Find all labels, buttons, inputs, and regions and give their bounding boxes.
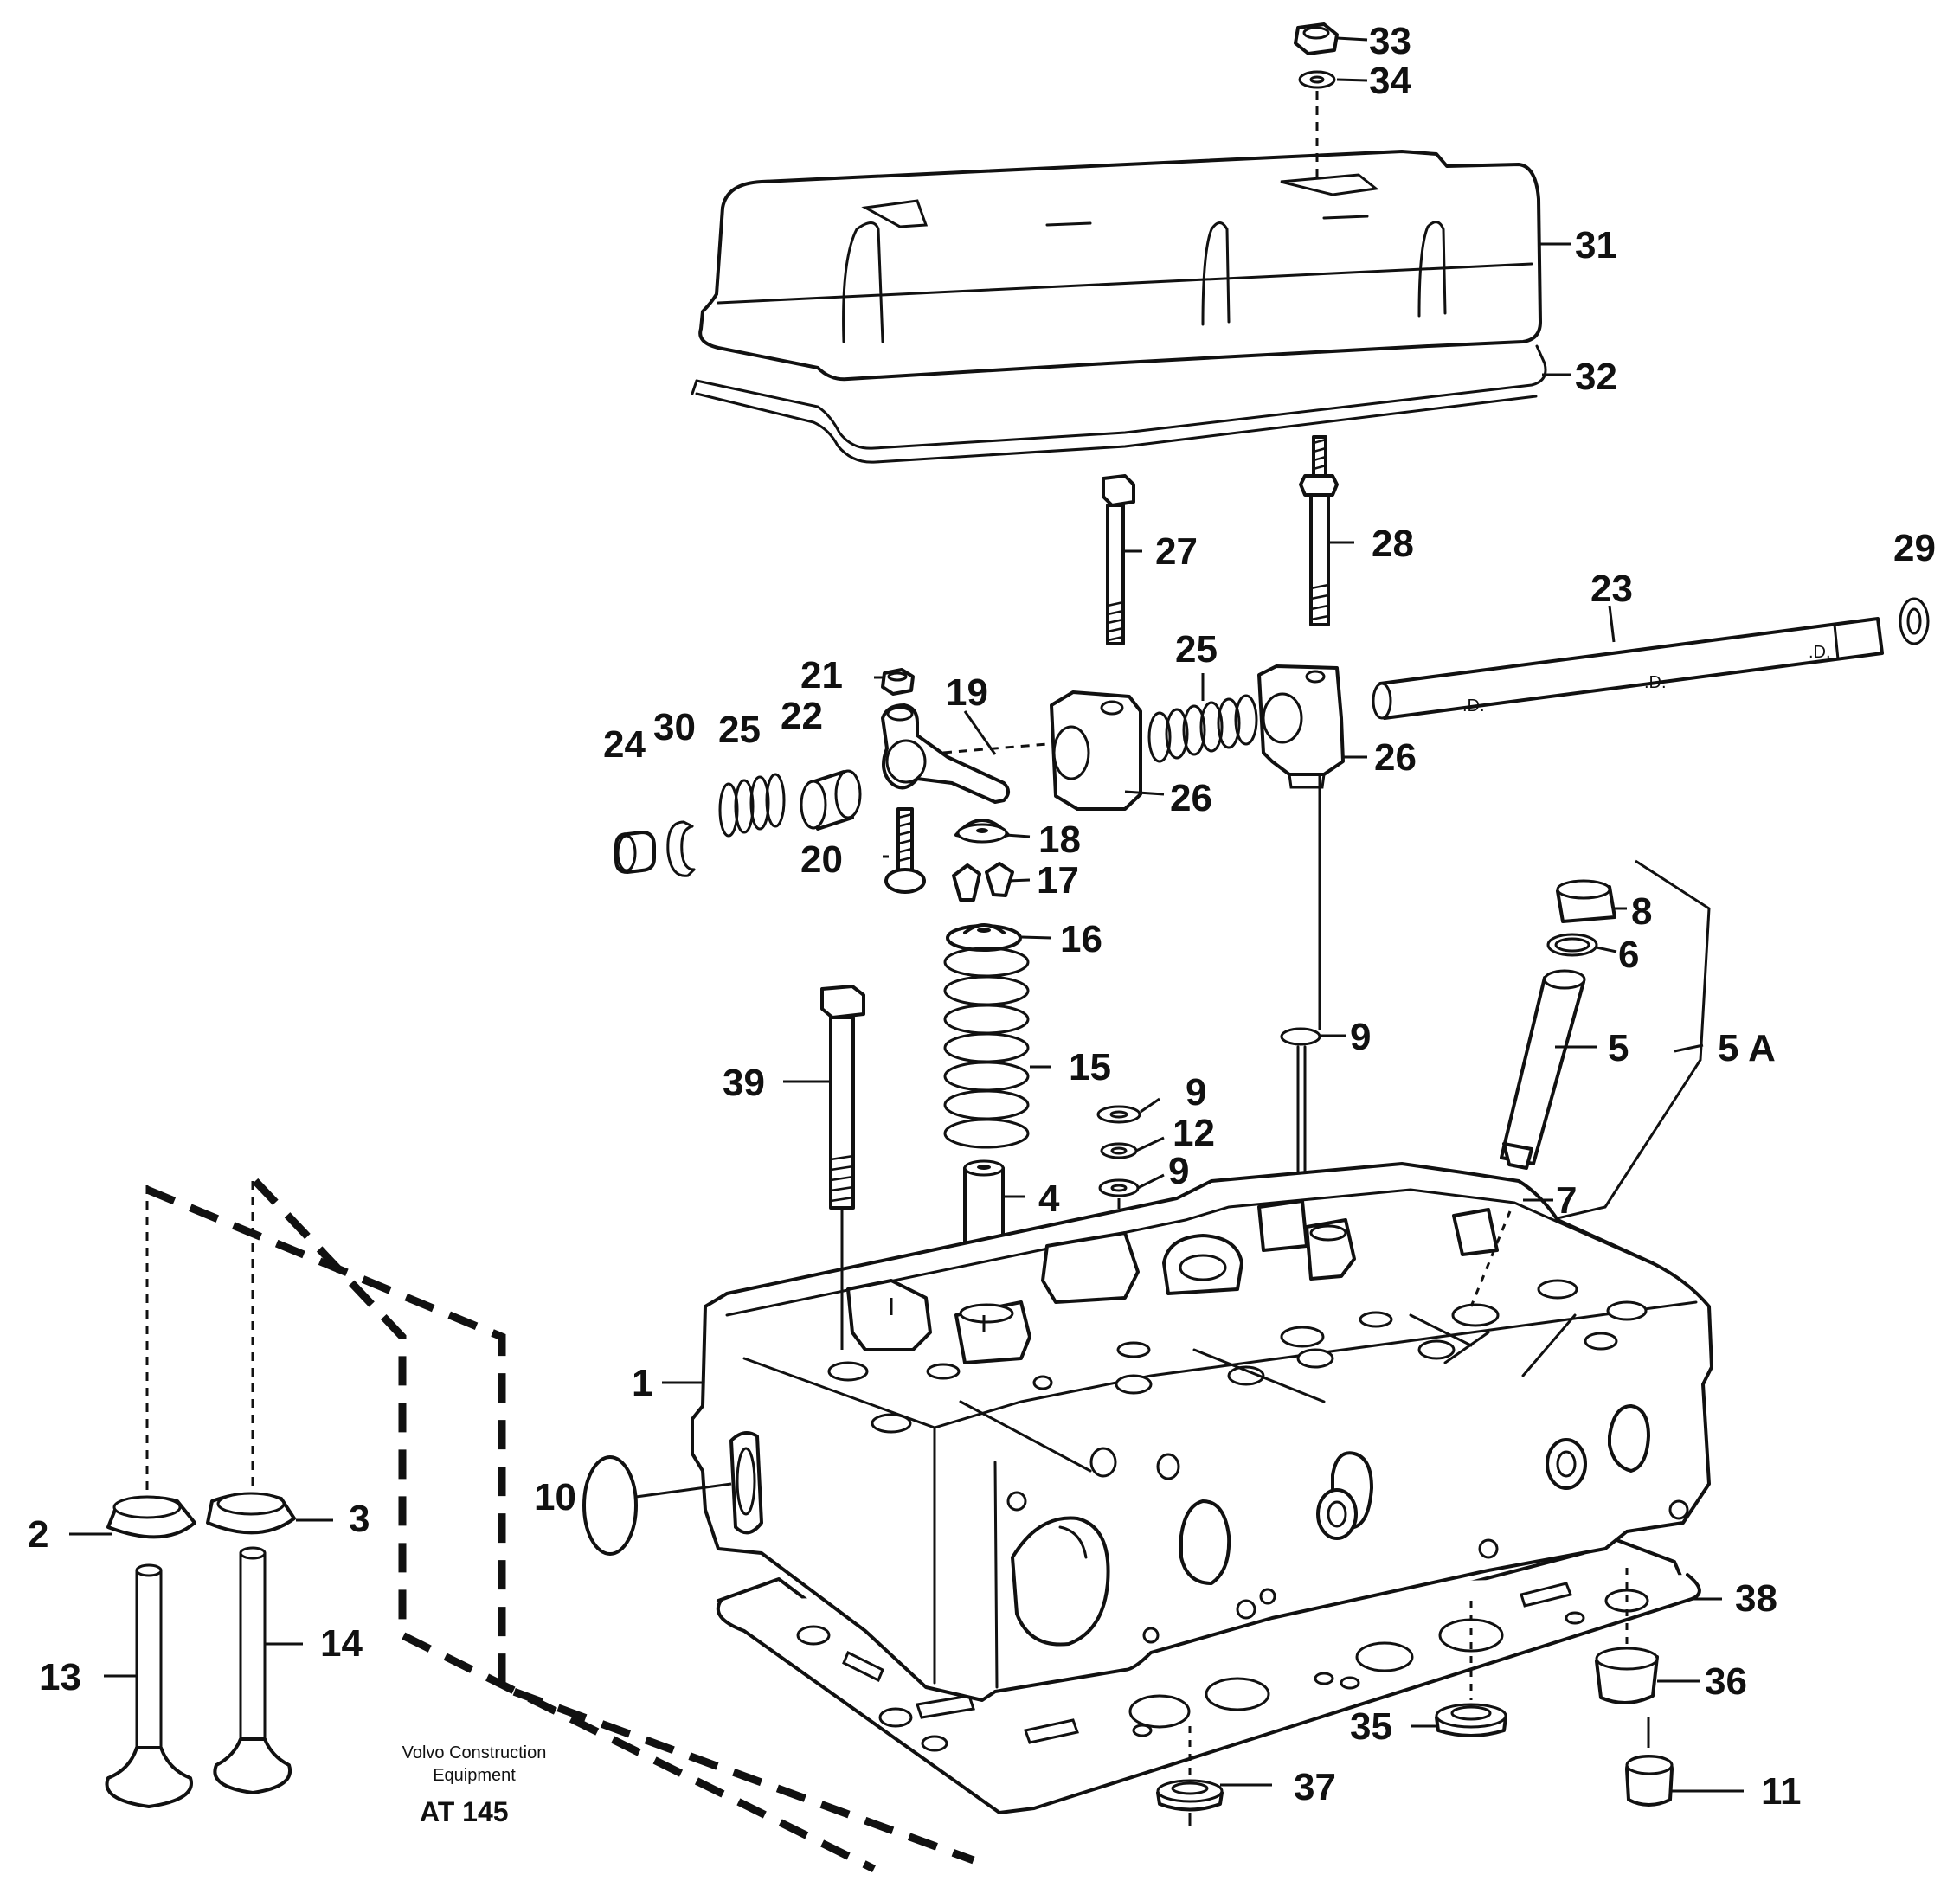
valve-cap-18 bbox=[954, 819, 1010, 844]
callout-14: 14 bbox=[320, 1622, 363, 1665]
callout-30: 30 bbox=[653, 706, 696, 748]
injector-sleeve-5 bbox=[1500, 969, 1586, 1170]
callout-35: 35 bbox=[1350, 1705, 1392, 1748]
caption-company-line1: Volvo Construction bbox=[402, 1743, 547, 1762]
end-plug-24 bbox=[614, 831, 656, 874]
callout-27: 27 bbox=[1155, 530, 1198, 573]
callout-9: 9 bbox=[1350, 1016, 1371, 1058]
callout-23: 23 bbox=[1590, 568, 1633, 610]
leader-lines bbox=[69, 36, 1744, 1793]
shaft-spring-left bbox=[718, 773, 786, 838]
callout-2: 2 bbox=[28, 1513, 48, 1556]
callout-labels: 33 34 31 32 27 28 29 23 25 21 19 26 26 2… bbox=[28, 20, 1936, 1813]
callout-21: 21 bbox=[800, 654, 843, 697]
shaft-mark: .D. bbox=[1462, 697, 1485, 716]
callout-37: 37 bbox=[1294, 1766, 1336, 1808]
callout-20: 20 bbox=[800, 838, 843, 881]
callout-5a: 5 A bbox=[1718, 1027, 1776, 1069]
callout-24: 24 bbox=[603, 723, 646, 766]
callout-25: 25 bbox=[718, 709, 761, 751]
cylinder-head bbox=[691, 1162, 1713, 1814]
dashed-guide-lines bbox=[145, 1178, 975, 1873]
bolt-27 bbox=[1102, 474, 1135, 645]
axis-line bbox=[145, 1181, 254, 1493]
spacer-22 bbox=[800, 769, 862, 831]
cover-nut bbox=[1294, 22, 1339, 55]
callout-19: 19 bbox=[946, 671, 988, 714]
valve-collets-17 bbox=[952, 862, 1014, 902]
circlip-29 bbox=[1899, 597, 1930, 645]
head-bolt-39 bbox=[820, 985, 865, 1210]
callout-36: 36 bbox=[1705, 1660, 1747, 1703]
callout-11: 11 bbox=[1761, 1770, 1802, 1813]
callout-34: 34 bbox=[1369, 60, 1411, 102]
callout-33: 33 bbox=[1369, 20, 1411, 62]
callout-4: 4 bbox=[1038, 1178, 1060, 1220]
valve-cover bbox=[698, 150, 1542, 382]
callout-10: 10 bbox=[534, 1476, 576, 1518]
callout-15: 15 bbox=[1069, 1046, 1111, 1088]
adjust-nut-21 bbox=[881, 668, 915, 696]
callout-28: 28 bbox=[1372, 523, 1414, 565]
washer-12 bbox=[1100, 1142, 1138, 1159]
shaft-mark: .D. bbox=[1644, 673, 1667, 692]
valve-spring-15 bbox=[943, 947, 1030, 1149]
sleeve-cap-8 bbox=[1556, 879, 1616, 923]
expansion-plug-10 bbox=[582, 1455, 638, 1556]
callout-3: 3 bbox=[349, 1498, 370, 1540]
valve-seal-3 bbox=[206, 1492, 296, 1535]
o-ring-6 bbox=[1546, 933, 1598, 957]
seal-35 bbox=[1435, 1703, 1507, 1737]
group-bracket-5a bbox=[1531, 859, 1711, 1226]
figure-caption: Volvo Construction Equipment AT 145 bbox=[402, 1743, 547, 1827]
callout-13: 13 bbox=[39, 1656, 81, 1698]
callout-16: 16 bbox=[1060, 918, 1102, 960]
callout-31: 31 bbox=[1575, 224, 1617, 266]
callout-17: 17 bbox=[1037, 859, 1079, 902]
callout-22: 22 bbox=[781, 695, 823, 737]
washer-9-upper bbox=[1096, 1105, 1141, 1124]
caption-figure-code: AT 145 bbox=[420, 1796, 509, 1827]
plug-36 bbox=[1595, 1647, 1659, 1705]
shaft-mark: .D. bbox=[1809, 643, 1831, 662]
callout-29: 29 bbox=[1893, 527, 1936, 569]
washer-9-lower bbox=[1098, 1178, 1140, 1197]
callout-18: 18 bbox=[1038, 819, 1081, 861]
callout-8: 8 bbox=[1631, 890, 1652, 933]
callout-39: 39 bbox=[723, 1062, 765, 1104]
callout-5: 5 bbox=[1608, 1027, 1629, 1069]
callout-6: 6 bbox=[1618, 934, 1639, 976]
callout-38: 38 bbox=[1735, 1577, 1777, 1620]
callout-26: 26 bbox=[1170, 777, 1212, 819]
callout-32: 32 bbox=[1575, 356, 1617, 398]
callout-12: 12 bbox=[1173, 1112, 1215, 1154]
axis-line bbox=[1469, 1210, 1512, 1307]
callout-7: 7 bbox=[1556, 1179, 1577, 1222]
spring-clip-30 bbox=[666, 820, 696, 877]
rocker-shaft: .D. .D. .D. bbox=[1372, 617, 1884, 720]
plug-11 bbox=[1625, 1755, 1674, 1807]
adjust-screw-20 bbox=[884, 807, 926, 894]
callout-25: 25 bbox=[1175, 628, 1218, 671]
group-bracket-5a-tick bbox=[1674, 1043, 1704, 1053]
rocker-arm bbox=[881, 703, 1010, 804]
callout-9: 9 bbox=[1186, 1071, 1206, 1114]
seal-37 bbox=[1156, 1779, 1224, 1812]
rocker-bracket-left bbox=[1050, 690, 1142, 811]
callout-26: 26 bbox=[1374, 736, 1417, 779]
intake-valve-14 bbox=[213, 1546, 292, 1794]
stud-28 bbox=[1299, 435, 1339, 626]
exhaust-valve-13 bbox=[105, 1563, 193, 1808]
rocker-bracket-right bbox=[1257, 664, 1345, 789]
callout-9: 9 bbox=[1168, 1150, 1189, 1192]
valve-seal-2 bbox=[106, 1495, 196, 1539]
callout-1: 1 bbox=[632, 1362, 652, 1404]
cover-washer bbox=[1298, 70, 1336, 89]
shaft-spring-center bbox=[1147, 694, 1258, 763]
caption-company-line2: Equipment bbox=[433, 1766, 516, 1785]
spring-retainer-16 bbox=[946, 923, 1022, 952]
cover-gasket bbox=[691, 344, 1547, 464]
axis-line bbox=[942, 742, 1048, 754]
